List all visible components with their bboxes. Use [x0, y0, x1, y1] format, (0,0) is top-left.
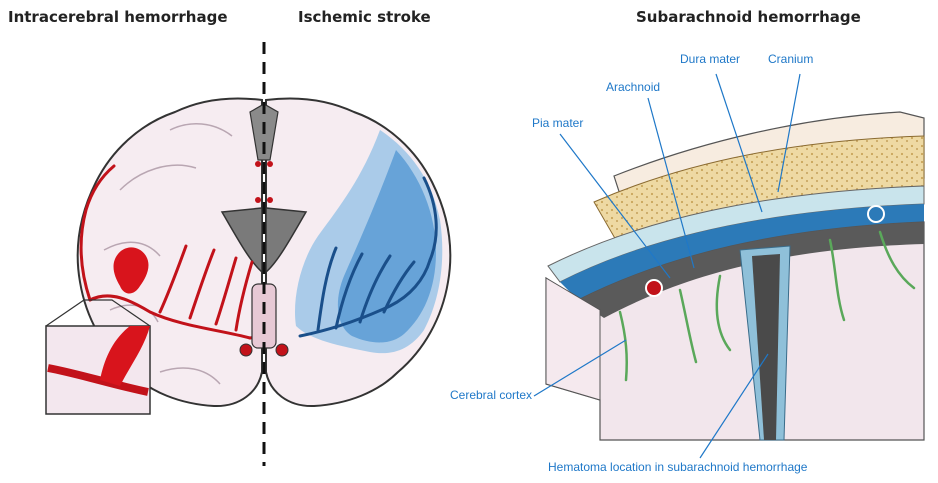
title-ich: Intracerebral hemorrhage: [8, 8, 228, 26]
title-ischemic: Ischemic stroke: [298, 8, 431, 26]
carotid-left: [240, 344, 252, 356]
label-hematoma: Hematoma location in subarachnoid hemorr…: [548, 460, 807, 474]
vessel-dot: [255, 161, 261, 167]
carotid-right: [276, 344, 288, 356]
meninges-illustration: [546, 112, 924, 440]
label-pia: Pia mater: [532, 116, 583, 130]
artery: [646, 280, 662, 296]
vessel-dot: [267, 197, 273, 203]
vessel-dot: [255, 197, 261, 203]
label-cortex: Cerebral cortex: [450, 388, 532, 402]
title-sah: Subarachnoid hemorrhage: [636, 8, 861, 26]
vein: [868, 206, 884, 222]
label-cranium: Cranium: [768, 52, 813, 66]
label-arachnoid: Arachnoid: [606, 80, 660, 94]
vessel-dot: [267, 161, 273, 167]
label-dura: Dura mater: [680, 52, 740, 66]
